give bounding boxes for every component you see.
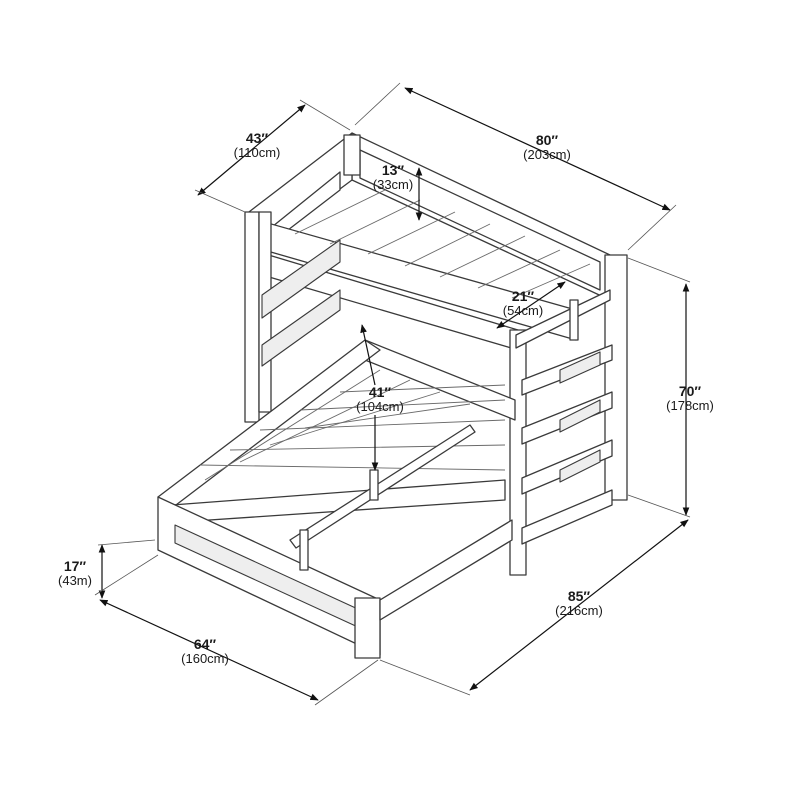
dim-bottom-height: 17″ (43m) [40, 558, 110, 589]
dim-total-length-cm: (216cm) [555, 603, 603, 619]
dim-ladder-opening-cm: (54cm) [502, 303, 544, 319]
dim-bottom-height-in: 17″ [63, 558, 87, 574]
dim-bottom-height-cm: (43m) [58, 573, 92, 589]
dim-total-length: 85″ (216cm) [544, 588, 614, 619]
dim-total-height: 70″ (178cm) [655, 383, 725, 414]
dim-total-height-in: 70″ [678, 383, 702, 399]
dim-depth-top-in: 43″ [245, 130, 269, 146]
dim-guardrail-height-cm: (33cm) [372, 177, 414, 193]
dim-total-height-cm: (178cm) [666, 398, 714, 414]
lower-bed [157, 339, 516, 659]
dim-width-top-in: 80″ [535, 132, 559, 148]
upper-bunk [244, 132, 628, 576]
dim-width-top: 80″ (203cm) [512, 132, 582, 163]
dim-depth-top-cm: (110cm) [233, 145, 281, 161]
dim-bottom-width-in: 64″ [193, 636, 217, 652]
dim-guardrail-height-in: 13″ [381, 162, 405, 178]
dimension-lines [94, 82, 691, 706]
dim-ladder-opening-in: 21″ [511, 288, 535, 304]
dim-bottom-width: 64″ (160cm) [170, 636, 240, 667]
dim-clearance-cm: (104cm) [356, 399, 404, 415]
dim-depth-top: 43″ (110cm) [222, 130, 292, 161]
dim-bottom-width-cm: (160cm) [181, 651, 229, 667]
dim-clearance: 41″ (104cm) [345, 384, 415, 415]
dim-width-top-cm: (203cm) [523, 147, 571, 163]
dim-guardrail-height: 13″ (33cm) [358, 162, 428, 193]
dim-clearance-in: 41″ [368, 384, 392, 400]
dim-total-length-in: 85″ [567, 588, 591, 604]
dim-ladder-opening: 21″ (54cm) [488, 288, 558, 319]
